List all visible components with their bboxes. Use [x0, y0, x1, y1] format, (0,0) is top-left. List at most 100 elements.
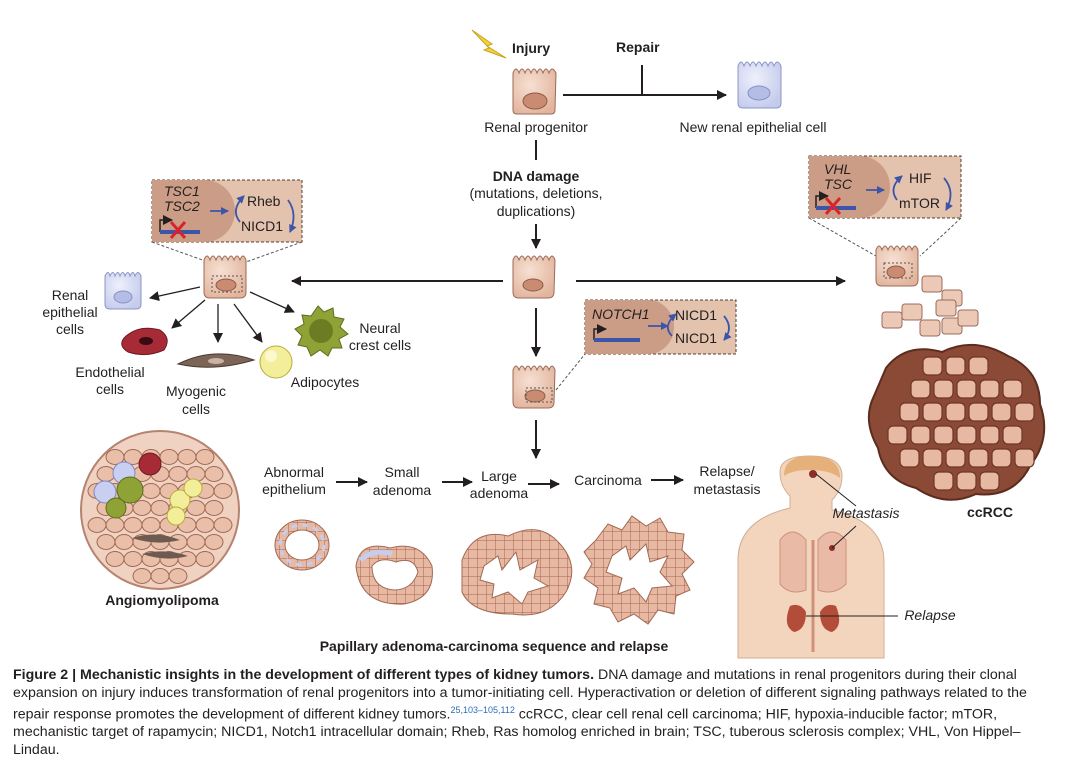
adipocyte-cell	[259, 345, 293, 379]
injury-label: Injury	[512, 40, 550, 56]
zoom-guide	[151, 241, 209, 263]
tumor-cell	[204, 466, 224, 482]
tumor-cell	[204, 534, 224, 550]
human-body-figure	[737, 455, 885, 659]
carcinoma-label: Carcinoma	[574, 472, 642, 488]
tumor-cell	[123, 517, 143, 533]
mechanism-diagram: Injury Repair Renal progenitor New renal…	[42, 29, 1046, 659]
caption-abbreviations: ccRCC, clear cell renal cell carcinoma; …	[13, 706, 1021, 758]
metastasis-label: Metastasis	[833, 505, 900, 521]
tumor-lobe	[991, 402, 1012, 422]
lightning-icon	[471, 29, 507, 59]
tumor-lobe	[933, 379, 954, 399]
myogenic-label-1: Myogenic	[166, 383, 226, 399]
caption-title: Figure 2 | Mechanistic insights in the d…	[13, 667, 595, 683]
caption-refs: 25,103–105,112	[450, 705, 515, 715]
tumor-lobe	[910, 425, 931, 445]
tumor-cell	[168, 466, 188, 482]
adipocytes-label: Adipocytes	[291, 374, 359, 390]
abnormal-epithelium-label-1: Abnormal	[264, 464, 324, 480]
tumor-lobe	[991, 448, 1012, 468]
tumor-lobe	[979, 379, 1000, 399]
vhl-label: VHL	[824, 161, 851, 177]
tsc1-label: TSC1	[164, 183, 200, 199]
tumor-lobe	[945, 448, 966, 468]
zoom-guide	[808, 217, 877, 257]
tumor-lobe	[922, 356, 943, 376]
tumor-cell	[123, 551, 143, 567]
tumor-cell	[96, 466, 116, 482]
relapse-label: Relapse	[904, 607, 956, 623]
angiomyolipoma-tumor	[80, 430, 240, 590]
repair-arrow	[563, 65, 727, 100]
tumor-lobe	[1002, 425, 1023, 445]
abnormal-epithelium-label-2: epithelium	[262, 481, 326, 497]
tumor-cell	[935, 299, 957, 317]
renal-epithelial-label-1: Renal	[52, 287, 89, 303]
small-adenoma-label-1: Small	[384, 464, 419, 480]
zoom-guide	[919, 217, 962, 257]
tumor-cell	[105, 517, 125, 533]
repair-label: Repair	[616, 39, 660, 55]
mtor-label: mTOR	[899, 195, 940, 211]
abnormal-epithelium-lesion	[274, 519, 330, 571]
metastasis-pointer-2	[831, 525, 857, 549]
tumor-lobe	[945, 402, 966, 422]
relapse-metastasis-label-2: metastasis	[694, 481, 761, 497]
small-adenoma-label-2: adenoma	[373, 482, 432, 498]
tumor-lobe	[968, 402, 989, 422]
vhl-inset: VHL TSC HIF mTOR	[808, 155, 962, 219]
carcinoma-lesion	[583, 515, 695, 625]
renal-epithelial-label-2: epithelial	[42, 304, 97, 320]
renal-progenitor-label: Renal progenitor	[484, 119, 588, 135]
tumor-lobe	[933, 471, 954, 491]
new-renal-epithelial-cell-label: New renal epithelial cell	[679, 119, 826, 135]
endothelial-label-2: cells	[96, 381, 124, 397]
tumor-cell	[177, 449, 197, 465]
ccrcc-small-cells	[881, 275, 979, 337]
notch-inset: NOTCH1 NICD1 NICD1	[584, 299, 737, 355]
tumor-cell	[921, 275, 943, 293]
tsc2-label: TSC2	[164, 198, 200, 214]
tumor-lobe	[979, 425, 1000, 445]
ccrcc-tumor	[867, 343, 1046, 501]
neural-crest-label-1: Neural	[359, 320, 400, 336]
zoom-guide	[555, 353, 586, 391]
tumor-cell	[195, 517, 215, 533]
tumor-cell	[150, 568, 170, 584]
tumor-lobe	[922, 402, 943, 422]
tsc-cell	[203, 255, 247, 299]
dna-damage-detail-2: duplications)	[497, 203, 576, 219]
figure-caption: Figure 2 | Mechanistic insights in the d…	[13, 667, 1061, 759]
tumor-cell	[114, 534, 134, 550]
nicd1-label-tsc: NICD1	[241, 218, 283, 234]
large-adenoma-label-2: adenoma	[470, 485, 529, 501]
angiomyolipoma-label: Angiomyolipoma	[105, 592, 219, 608]
tumor-lobe	[899, 448, 920, 468]
nicd1-label-notch-2: NICD1	[675, 330, 717, 346]
tumor-initiating-cell	[512, 255, 556, 299]
tumor-cell	[168, 534, 188, 550]
hif-label: HIF	[909, 170, 932, 186]
endothelial-label-1: Endothelial	[75, 364, 144, 380]
caption-body: DNA damage and mutations in renal progen…	[13, 667, 1027, 723]
tumor-cell	[141, 517, 161, 533]
tumor-cell	[195, 449, 215, 465]
tumor-cell	[186, 534, 206, 550]
tumor-cell	[96, 534, 116, 550]
nicd1-label-notch-1: NICD1	[675, 307, 717, 323]
tsc-inset: TSC1 TSC2 Rheb NICD1	[151, 179, 303, 243]
tumor-cell	[881, 311, 903, 329]
dna-damage-detail-1: (mutations, deletions,	[469, 185, 602, 201]
tumor-lobe	[968, 356, 989, 376]
relapse-metastasis-label-1: Relapse/	[699, 463, 754, 479]
tumor-lobe	[979, 471, 1000, 491]
tumor-cell	[213, 517, 233, 533]
papillary-sequence-label: Papillary adenoma-carcinoma sequence and…	[320, 638, 669, 654]
tumor-lobe	[910, 379, 931, 399]
dna-damage-title: DNA damage	[493, 168, 580, 184]
renal-progenitor-cell	[512, 68, 557, 115]
tumor-cell	[159, 449, 179, 465]
tumor-cell	[168, 568, 188, 584]
tumor-lobe	[956, 379, 977, 399]
